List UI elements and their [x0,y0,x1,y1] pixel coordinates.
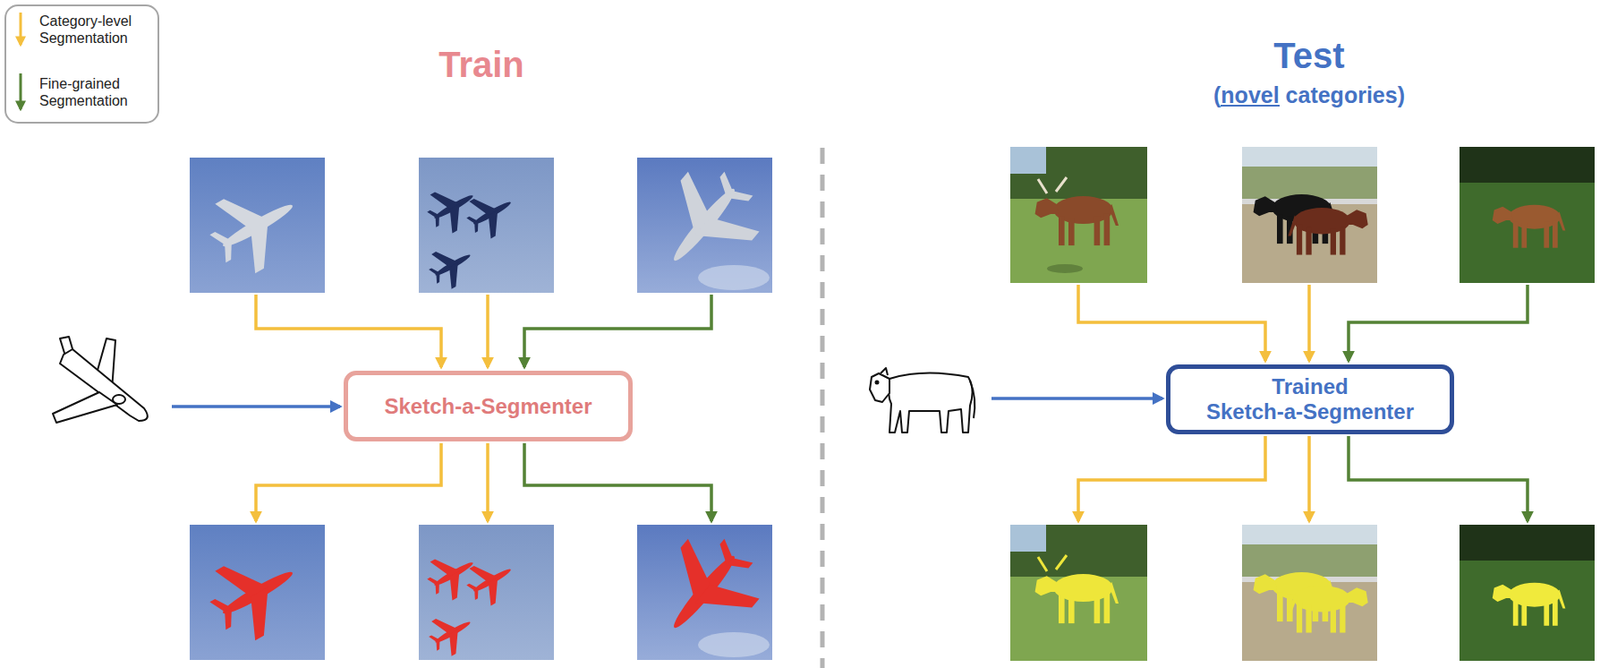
box-label: Sketch-a-Segmenter [383,393,592,419]
section-subheading: (novel categories) [1213,82,1405,109]
process-box: Sketch-a-Segmenter [343,370,633,442]
box-label: Trained Sketch-a-Segmenter [1206,374,1414,425]
section-heading: Test [1273,35,1345,77]
legend-text: Category-level Segmentation [39,12,149,47]
legend-text: Fine-grained Segmentation [39,75,149,110]
section-heading: Train [438,44,525,86]
process-box: Trained Sketch-a-Segmenter [1165,364,1455,435]
